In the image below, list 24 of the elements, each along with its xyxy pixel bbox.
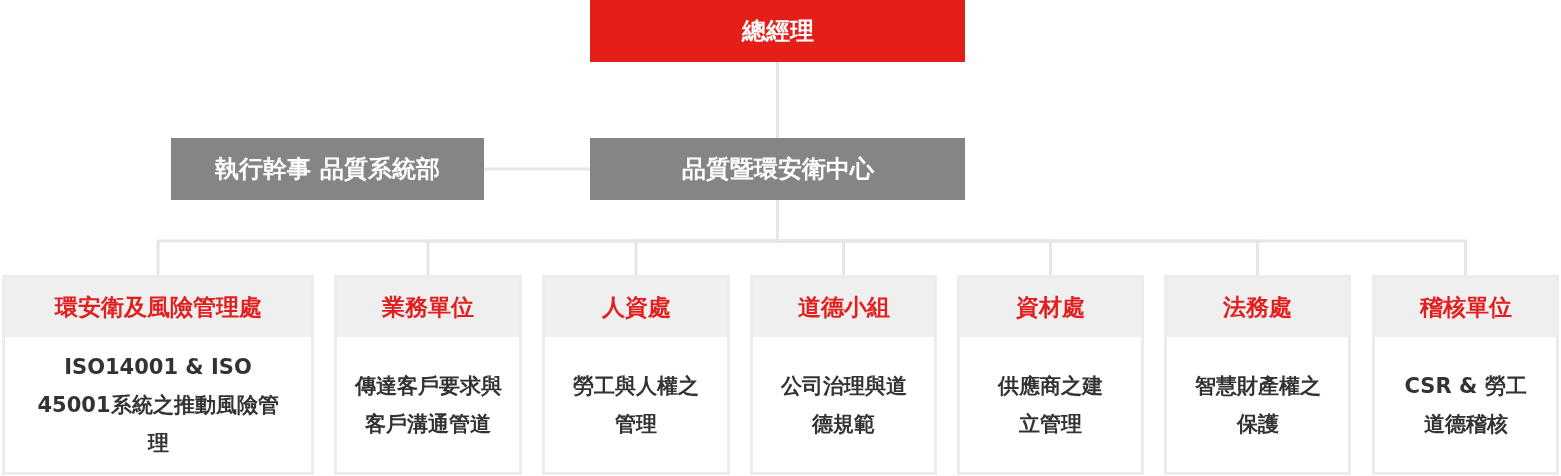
card-header: 業務單位 — [337, 278, 519, 337]
description-text: 供應商之建立管理 — [996, 372, 1104, 438]
description-text: 公司治理與道德規範 — [779, 372, 908, 438]
card-header: 稽核單位 — [1375, 278, 1556, 337]
department-card — [957, 275, 1144, 475]
department-card — [334, 275, 522, 475]
department-card — [542, 275, 730, 475]
department-box: 品質暨環安衛中心 — [590, 138, 965, 200]
department-box: 執行幹事 品質系統部 — [171, 138, 484, 200]
card-header: 人資處 — [545, 278, 727, 337]
department-card — [1372, 275, 1559, 475]
description-text: 勞工與人權之管理 — [572, 372, 700, 438]
department-card — [750, 275, 937, 475]
card-header: 法務處 — [1167, 278, 1348, 337]
card-header: 環安衛及風險管理處 — [5, 278, 311, 337]
card-header: 資材處 — [960, 278, 1141, 337]
description-text: CSR & 勞工道德稽核 — [1403, 372, 1528, 438]
department-card — [2, 275, 314, 475]
description-text: ISO14001 & ISO 45001系統之推動風險管理 — [36, 353, 280, 457]
department-card — [1164, 275, 1351, 475]
title-box: 總經理 — [590, 0, 965, 62]
card-header: 道德小組 — [753, 278, 934, 337]
description-text: 智慧財產權之保護 — [1193, 372, 1322, 438]
description-text: 傳達客戶要求與客戶溝通管道 — [353, 372, 503, 438]
